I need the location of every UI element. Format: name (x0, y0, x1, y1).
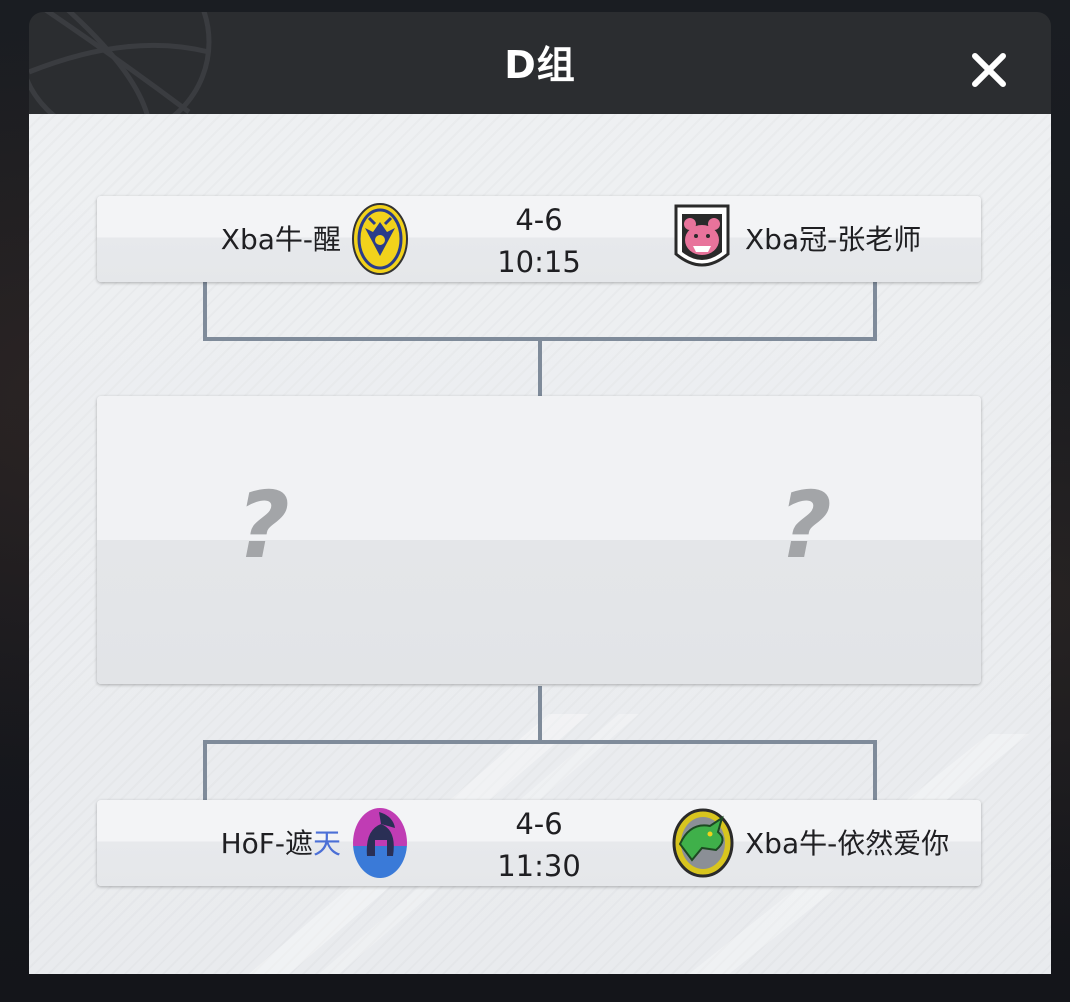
match-card-bottom[interactable]: HōF-遮天 4-6 11:30 Xba牛-依然爱你 (97, 800, 981, 886)
gold-crest-logo (352, 203, 408, 275)
match-card-top[interactable]: Xba牛-醒 4-6 10:15 Xba冠-张老师 (97, 196, 981, 282)
group-bracket-modal: D组 Xba牛-醒 (29, 12, 1051, 974)
spartan-helmet-logo (353, 808, 407, 878)
modal-header: D组 (29, 12, 1051, 114)
final-match-card[interactable]: ? ? (97, 396, 981, 684)
bracket-area: Xba牛-醒 4-6 10:15 Xba冠-张老师 (29, 114, 1051, 974)
close-button[interactable] (965, 46, 1013, 94)
pink-bear-logo (674, 204, 730, 267)
match-time: 10:15 (497, 245, 581, 279)
close-icon (972, 53, 1006, 87)
green-dragon-logo (672, 808, 734, 878)
match-score: 4-6 (515, 807, 563, 841)
team-name-prefix: HōF-遮 (220, 827, 313, 860)
bracket-lines (203, 282, 877, 800)
match-time: 11:30 (497, 849, 581, 883)
basketball-watermark-icon (29, 12, 212, 114)
team-name-highlight: 天 (312, 827, 341, 860)
undecided-team-right: ? (778, 472, 832, 579)
match-score: 4-6 (515, 203, 563, 237)
team-name-left: HōF-遮天 (221, 800, 341, 886)
team-name-right: Xba冠-张老师 (745, 223, 922, 256)
undecided-team-left: ? (236, 472, 290, 579)
team-name-right: Xba牛-依然爱你 (745, 827, 950, 860)
team-name-left: Xba牛-醒 (220, 223, 341, 256)
modal-title: D组 (504, 43, 576, 87)
